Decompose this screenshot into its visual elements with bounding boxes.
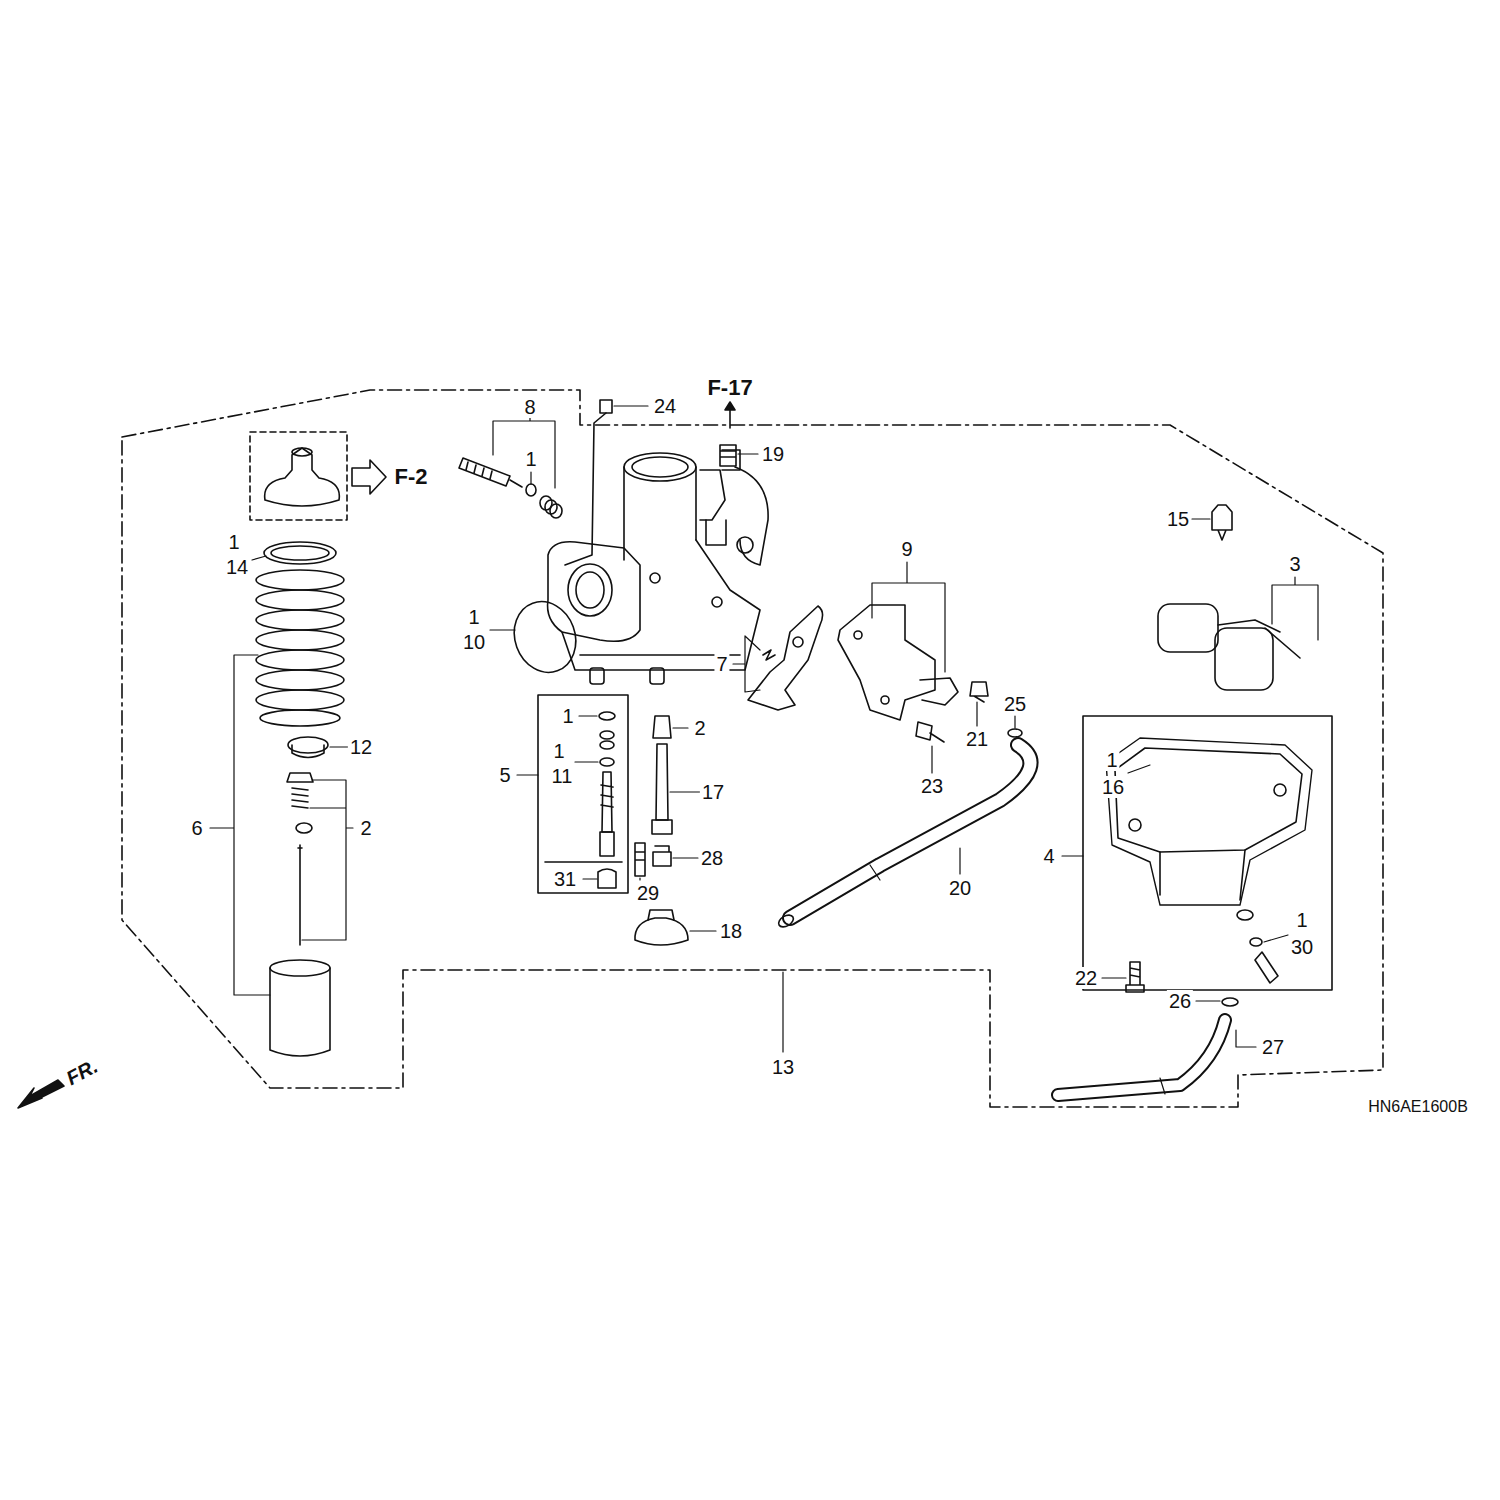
callout-number: 1 <box>226 531 241 553</box>
callout-number: 24 <box>652 395 678 417</box>
front-marker: FR. <box>61 1054 103 1090</box>
callout-number: 23 <box>919 775 945 797</box>
reference-label: F-2 <box>393 466 430 488</box>
callout-number: 25 <box>1002 693 1028 715</box>
callout-number: 15 <box>1165 508 1191 530</box>
callout-number: 2 <box>358 817 373 839</box>
callout-number: 19 <box>760 443 786 465</box>
callout-number: 27 <box>1260 1036 1286 1058</box>
callout-number: 12 <box>348 736 374 758</box>
diagram-code: HN6AE1600B <box>1366 1096 1470 1118</box>
callout-number: 29 <box>635 882 661 904</box>
callout-number: 2 <box>692 717 707 739</box>
callout-number: 31 <box>552 868 578 890</box>
callout-number: 1 <box>523 448 538 470</box>
callout-number: 5 <box>497 764 512 786</box>
callout-number: 13 <box>770 1056 796 1078</box>
callout-number: 1 <box>466 606 481 628</box>
callout-number: 11 <box>550 765 575 787</box>
callout-number: 28 <box>699 847 725 869</box>
callout-number: 4 <box>1041 845 1056 867</box>
callout-number: 3 <box>1287 553 1302 575</box>
callout-number: 1 <box>1294 909 1309 931</box>
callout-number: 1 <box>1104 749 1119 771</box>
callout-number: 9 <box>899 538 914 560</box>
callout-number: 6 <box>189 817 204 839</box>
reference-label: F-17 <box>705 377 754 399</box>
callout-number: 1 <box>560 705 575 727</box>
callout-number: 26 <box>1167 990 1193 1012</box>
callout-number: 16 <box>1100 776 1126 798</box>
callout-number: 8 <box>522 396 537 418</box>
callout-number: 1 <box>551 740 566 762</box>
callout-number: 7 <box>714 653 729 675</box>
callout-number: 17 <box>700 781 726 803</box>
callout-number: 30 <box>1289 936 1315 958</box>
callout-number: 10 <box>461 631 487 653</box>
callout-number: 20 <box>947 877 973 899</box>
callout-number: 22 <box>1073 967 1099 989</box>
callout-number: 14 <box>224 556 250 578</box>
callout-number: 18 <box>718 920 744 942</box>
callout-number: 21 <box>964 728 990 750</box>
